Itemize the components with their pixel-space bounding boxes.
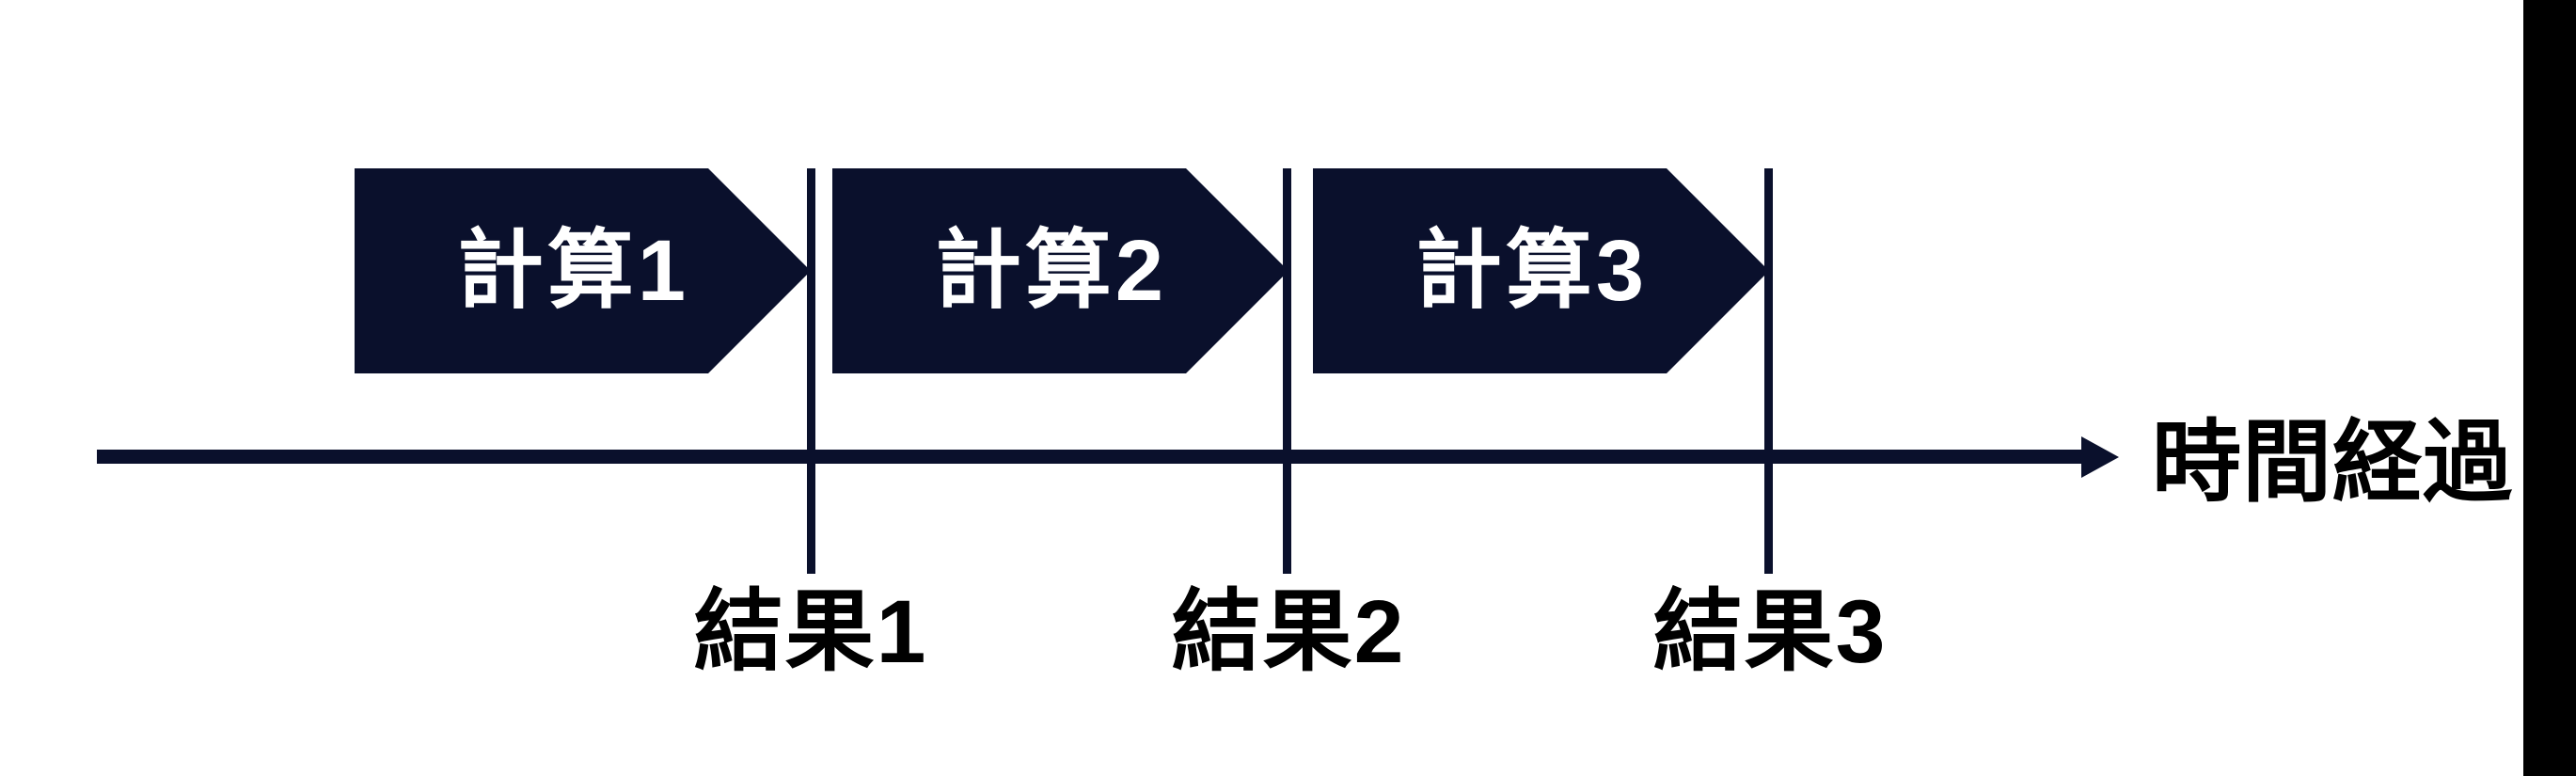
process-label-1: 計算1 [456, 223, 690, 319]
time-elapsed-label: 時間経過 [2152, 413, 2514, 513]
screen-edge-strip [2523, 0, 2576, 776]
process-chevron-1: 計算1 [355, 168, 811, 373]
timeline-arrowhead-icon [2081, 436, 2119, 478]
process-label-3: 計算3 [1414, 223, 1649, 319]
result-marker-line-1 [807, 168, 815, 574]
process-chevron-2: 計算2 [832, 168, 1288, 373]
result-label-1: 結果1 [693, 582, 928, 682]
result-marker-line-3 [1764, 168, 1773, 574]
timeline-axis [97, 450, 2081, 464]
result-marker-line-2 [1283, 168, 1291, 574]
result-label-2: 結果2 [1171, 582, 1406, 682]
process-label-2: 計算2 [934, 223, 1168, 319]
result-label-3: 結果3 [1652, 582, 1888, 682]
process-chevron-3: 計算3 [1313, 168, 1769, 373]
